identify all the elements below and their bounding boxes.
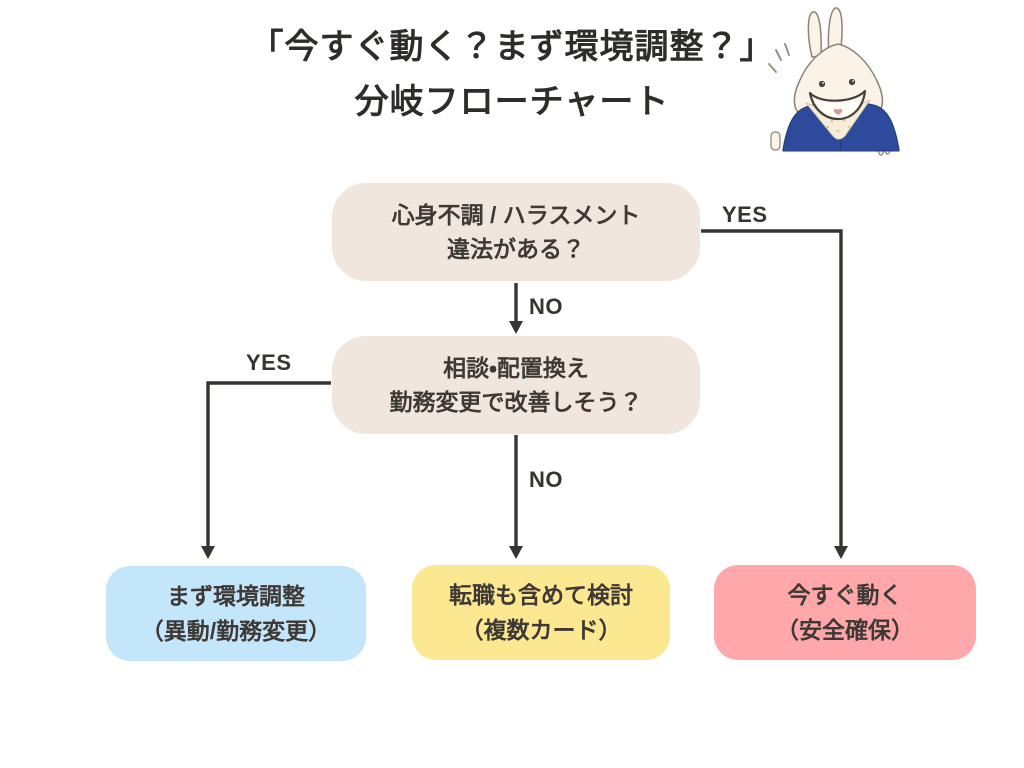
rabbit-smile [808, 89, 867, 121]
node-text-line2: 勤務変更で改善しそう？ [389, 389, 643, 415]
node-text-line2: （安全確保） [776, 616, 914, 643]
node-outcome-env-adjust: まず環境調整 （異動/勤務変更） [106, 566, 366, 661]
laughing-rabbit-icon [768, 7, 900, 156]
node-text-line1: まず環境調整 [167, 583, 305, 609]
edge-label-q1-yes: YES [722, 202, 768, 227]
node-text-line1: 転職も含めて検討 [449, 582, 633, 608]
edge-q1-yes-arrow [701, 229, 848, 559]
page-title-line1: 「今すぐ動く？まず環境調整？」 [249, 28, 775, 66]
node-text-line2: （異動/勤務変更） [140, 617, 332, 644]
page-title: 「今すぐ動く？まず環境調整？」 分岐フローチャート [0, 20, 1024, 130]
edge-q2-yes-arrow [201, 381, 331, 559]
page-title-line2: 分岐フローチャート [354, 83, 670, 122]
node-text-line1: 相談・配置換え [443, 354, 589, 381]
node-text-line1: 心身不調 / ハラスメント [391, 201, 641, 228]
edge-label-q1-no: NO [529, 294, 563, 319]
edge-label-q2-yes: YES [246, 350, 292, 375]
node-question-health-harassment: 心身不調 / ハラスメント 違法がある？ [332, 183, 700, 281]
node-text-line1: 今すぐ動く [787, 582, 903, 608]
edge-label-q2-no: NO [529, 467, 563, 492]
node-text-line2: （複数カード） [460, 616, 622, 643]
rabbit-tongue-heart [833, 108, 843, 115]
node-text-line2: 違法がある？ [447, 236, 585, 262]
rabbit-ears [807, 7, 843, 58]
node-outcome-consider-job-change: 転職も含めて検討 （複数カード） [412, 565, 670, 660]
node-outcome-act-now: 今すぐ動く （安全確保） [714, 565, 976, 660]
laugh-marks-icon [768, 43, 790, 73]
rabbit-face [808, 78, 867, 121]
node-question-improve-by-adjustment: 相談・配置換え 勤務変更で改善しそう？ [332, 336, 700, 434]
